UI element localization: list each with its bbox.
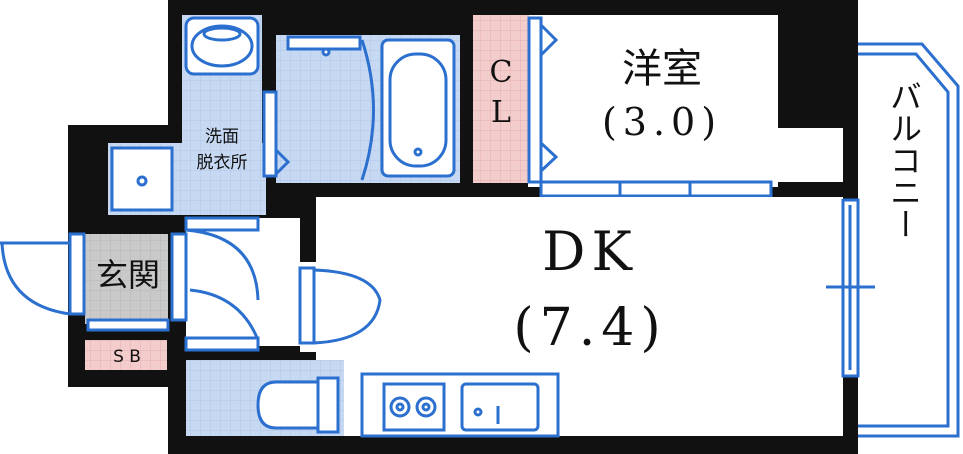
dk-size: (7.4)	[513, 298, 666, 358]
bath-door	[360, 39, 375, 181]
windows	[539, 180, 875, 378]
western-room-name: 洋室	[622, 46, 702, 92]
labels: 洋室 (3.0) DK (7.4) C L 洗面 脱衣所 玄関 S B バルコニ…	[96, 46, 923, 367]
closet-doors	[527, 16, 559, 184]
hall-floor	[186, 218, 300, 346]
washroom-door	[262, 90, 291, 178]
bath-sink	[286, 35, 362, 57]
washing-machine-pan	[110, 146, 174, 212]
shoe-box-front	[86, 318, 170, 332]
closet-floor	[473, 15, 529, 183]
closet-label-l: L	[491, 95, 511, 130]
closet-label-c: C	[490, 55, 513, 90]
balcony-label: バルコニー	[885, 80, 923, 240]
wash-basin	[184, 16, 260, 76]
kitchen-counter	[360, 372, 560, 438]
entrance-floor	[85, 234, 168, 324]
washroom-label-line1: 洗面	[205, 127, 239, 147]
doors	[0, 216, 382, 352]
washroom-label-line2: 脱衣所	[197, 153, 248, 173]
dk-name: DK	[542, 220, 638, 283]
entrance-label: 玄関	[96, 256, 160, 294]
shoe-box-floor	[85, 340, 167, 370]
balcony	[858, 42, 960, 438]
western-room-floor	[528, 15, 778, 187]
shoe-box-label: S B	[113, 347, 141, 367]
bathtub	[380, 38, 456, 178]
toilet	[256, 376, 340, 434]
western-room-size: (3.0)	[602, 100, 722, 144]
